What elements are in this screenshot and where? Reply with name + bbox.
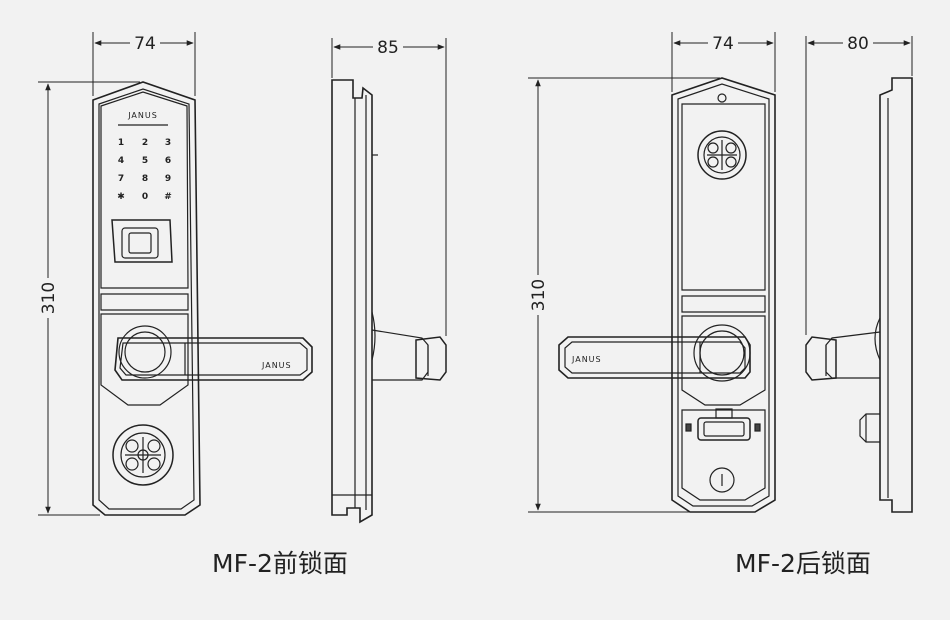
front-width-label: 74	[134, 34, 156, 54]
front-height-label: 310	[39, 282, 59, 314]
back-side-depth-label: 80	[847, 34, 869, 54]
keypad-key: #	[164, 192, 172, 202]
front-caption: MF-2前锁面	[212, 549, 348, 578]
back-width-label: 74	[712, 34, 734, 54]
front-handle-rosette	[118, 325, 172, 379]
keypad-key: 9	[165, 174, 171, 184]
keypad-key: 0	[142, 192, 148, 202]
back-emergency-keyhole	[709, 467, 735, 493]
keypad-key: 7	[118, 174, 124, 184]
keypad-key: 1	[118, 138, 124, 148]
back-height-label: 310	[529, 279, 549, 311]
back-handle	[558, 336, 751, 379]
keypad-key: 5	[142, 156, 148, 166]
front-handle-brand: JANUS	[261, 361, 292, 370]
front-handle	[114, 337, 313, 381]
keypad-key: 4	[118, 156, 124, 166]
front-lock-body	[92, 81, 201, 516]
back-thumb-turn	[685, 408, 761, 441]
keypad: 1 2 3 4 5 6 7 8 9 ✱ 0 #	[117, 138, 172, 202]
front-lower-panel	[100, 293, 189, 406]
back-handle-brand: JANUS	[571, 355, 602, 364]
back-key-cylinder	[697, 130, 747, 180]
keypad-key: ✱	[117, 192, 125, 202]
fingerprint-sensor	[111, 219, 173, 263]
keypad-key: 8	[142, 174, 148, 184]
front-side-depth-label: 85	[377, 38, 399, 58]
front-key-cylinder	[112, 424, 174, 486]
back-lock-body	[671, 77, 776, 513]
front-brand-logo: JANUS	[127, 111, 158, 120]
front-side-profile	[331, 79, 447, 524]
keypad-key: 6	[165, 156, 171, 166]
back-caption: MF-2后锁面	[735, 549, 871, 578]
back-side-profile	[805, 77, 913, 513]
dimension-lines	[38, 32, 913, 516]
keypad-key: 3	[165, 138, 171, 148]
keypad-key: 2	[142, 138, 148, 148]
